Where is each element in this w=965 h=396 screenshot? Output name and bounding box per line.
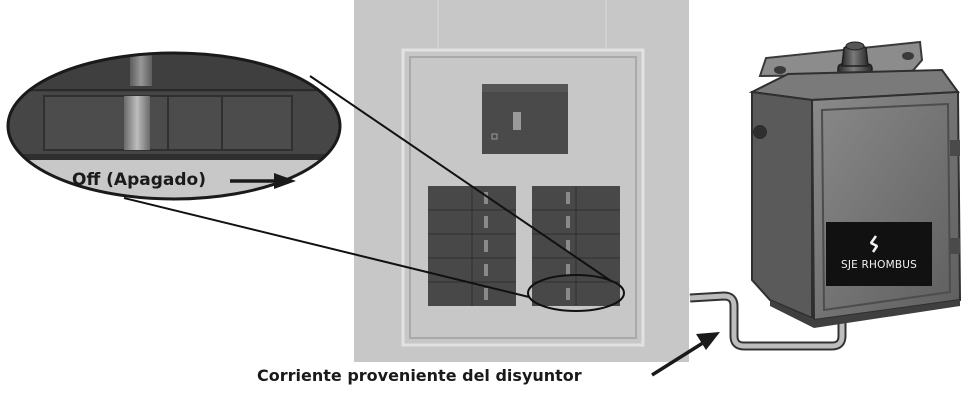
- left-breaker-bank: [428, 186, 516, 306]
- off-arrow-icon: [230, 173, 296, 189]
- power-source-label: Corriente proveniente del disyuntor: [257, 366, 582, 385]
- brand-plate: [826, 222, 932, 286]
- zoom-connector-bottom: [123, 197, 530, 298]
- magnified-inset: [6, 51, 342, 201]
- rhombus-logo-icon: [869, 235, 879, 253]
- highlighted-breaker-ring: [527, 274, 625, 312]
- control-enclosure: [748, 40, 962, 328]
- right-breaker-bank: [532, 186, 620, 306]
- brand-name: SJE RHOMBUS: [840, 259, 917, 271]
- off-label: Off (Apagado): [72, 170, 206, 190]
- zoom-connector-top: [309, 75, 612, 282]
- breaker-panel: [354, 0, 689, 362]
- source-arrow-icon: [651, 332, 720, 377]
- main-breaker: [482, 84, 568, 154]
